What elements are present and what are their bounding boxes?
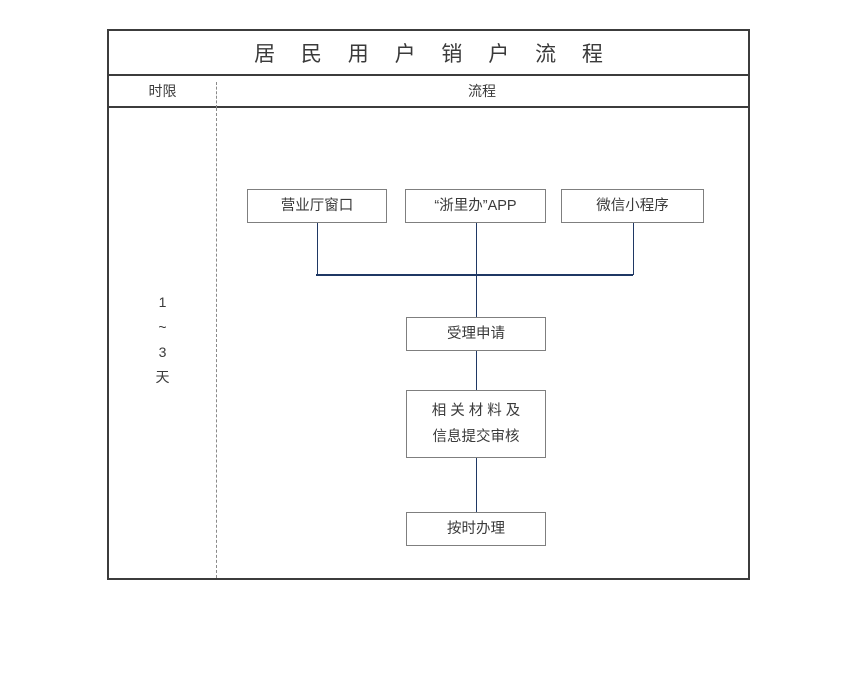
node-label: 微信小程序: [596, 198, 669, 214]
column-divider-dashed: [216, 108, 217, 578]
node-label-line-1: 相关材料及: [431, 403, 525, 419]
connector-drop-wechat: [632, 223, 635, 275]
node-wechat-mini-program[interactable]: 微信小程序: [561, 189, 704, 223]
node-label: 营业厅窗口: [280, 198, 354, 214]
header-column-divider: [216, 82, 217, 108]
node-submit-materials-review[interactable]: 相关材料及 信息提交审核: [406, 390, 546, 458]
node-service-hall-window[interactable]: 营业厅窗口: [247, 189, 387, 223]
column-header-time-limit: 时限: [148, 83, 177, 99]
node-zhelibao-app[interactable]: “浙里办”APP: [405, 189, 546, 223]
node-process-on-time[interactable]: 按时办理: [406, 512, 546, 546]
page-title: 居 民 用 户 销 户 流 程: [254, 42, 613, 66]
time-limit-value: 1 ~ 3 天: [109, 290, 216, 390]
connector-drop-hall: [316, 223, 319, 275]
time-limit-line-2: ~: [158, 319, 167, 335]
table-header-row: 时限 流程: [109, 76, 748, 108]
node-label-line-2: 信息提交审核: [432, 429, 520, 445]
connector-to-accept: [475, 274, 478, 318]
node-label: 受理申请: [447, 326, 505, 342]
node-label: “浙里办”APP: [434, 198, 517, 214]
node-accept-application[interactable]: 受理申请: [406, 317, 546, 351]
time-limit-line-3: 3: [158, 344, 167, 360]
time-limit-line-1: 1: [158, 294, 167, 310]
table-body: 1 ~ 3 天 营业厅窗口 “浙里办”APP 微信小程序 受理申请 相关材料及 …: [109, 108, 748, 578]
connector-merge-bar: [316, 274, 633, 276]
connector-to-handle: [475, 457, 478, 513]
time-limit-line-4: 天: [155, 369, 170, 385]
connector-drop-app: [475, 223, 478, 275]
column-header-process: 流程: [468, 83, 496, 99]
process-flow-table: 居 民 用 户 销 户 流 程 时限 流程 1 ~ 3 天 营业厅窗口 “浙里办…: [107, 29, 750, 580]
table-title-row: 居 民 用 户 销 户 流 程: [109, 31, 748, 76]
node-label: 按时办理: [447, 521, 505, 537]
connector-to-materials: [475, 350, 478, 391]
